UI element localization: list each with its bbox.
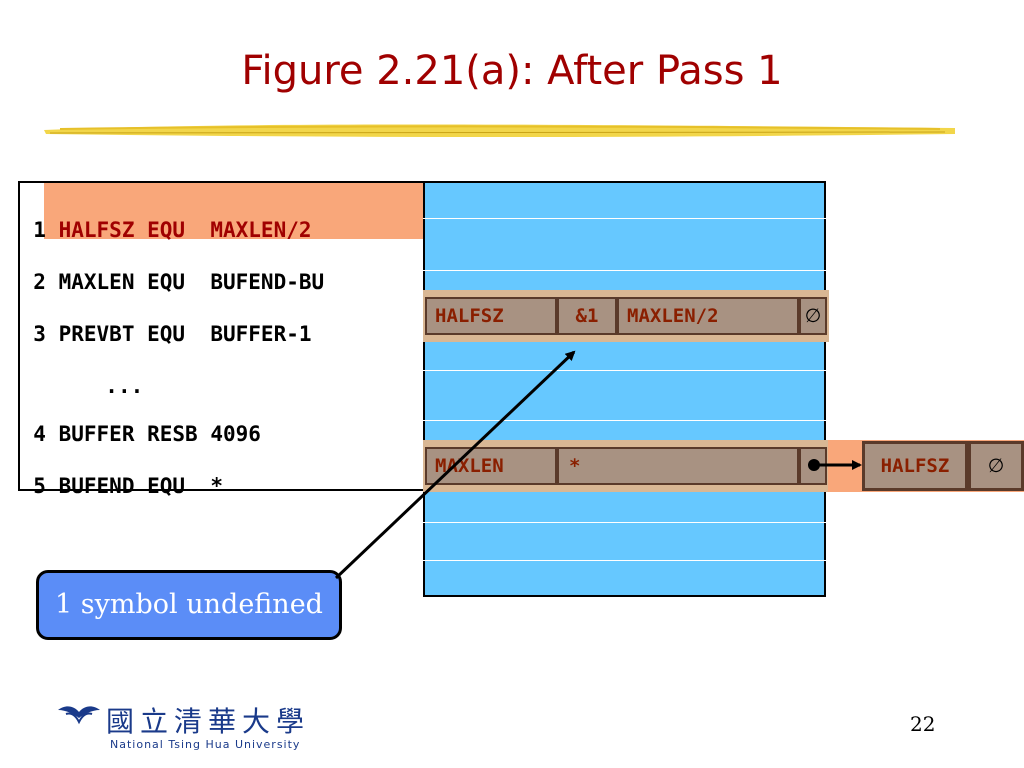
entry-name-cell: MAXLEN bbox=[425, 447, 557, 485]
entry-expr-cell: MAXLEN/2 bbox=[617, 297, 799, 335]
symbol-table bbox=[423, 181, 826, 597]
source-line-5: 5 BUFEND EQU * bbox=[33, 474, 224, 498]
table-divider bbox=[423, 522, 826, 523]
dependency-node-symbol: HALFSZ bbox=[862, 441, 968, 491]
source-line-3: 3 PREVBT EQU BUFFER-1 bbox=[33, 322, 312, 346]
entry-name-cell: HALFSZ bbox=[425, 297, 557, 335]
callout-pointer-arrow bbox=[334, 350, 576, 580]
page-number: 22 bbox=[910, 712, 936, 736]
university-emblem-icon bbox=[58, 706, 100, 725]
table-divider bbox=[423, 370, 826, 371]
current-line-highlight bbox=[44, 183, 424, 239]
slide-title: Figure 2.21(a): After Pass 1 bbox=[241, 48, 783, 94]
table-divider bbox=[423, 560, 826, 561]
table-divider bbox=[423, 270, 826, 271]
source-line-4: 4 BUFFER RESB 4096 bbox=[33, 422, 261, 446]
entry-link-cell: ∅ bbox=[799, 297, 827, 335]
source-line-2: 2 MAXLEN EQU BUFEND-BU bbox=[33, 270, 325, 294]
university-name-chinese: 國立清華大學 bbox=[106, 705, 311, 738]
entry-count-cell: &1 bbox=[557, 297, 617, 335]
source-line-ellipsis: ... bbox=[105, 374, 144, 398]
source-line-1: 1 HALFSZ EQU MAXLEN/2 bbox=[33, 218, 312, 242]
symtab-entry-halfsz: HALFSZ &1 MAXLEN/2 ∅ bbox=[423, 290, 829, 342]
table-divider bbox=[423, 420, 826, 421]
table-divider bbox=[423, 218, 826, 219]
dependency-node-link: ∅ bbox=[968, 441, 1024, 491]
university-name-english: National Tsing Hua University bbox=[110, 738, 301, 751]
entry-value-cell: * bbox=[557, 447, 799, 485]
undefined-count-callout: 1 symbol undefined bbox=[36, 570, 342, 640]
title-underline-stroke bbox=[44, 124, 955, 137]
